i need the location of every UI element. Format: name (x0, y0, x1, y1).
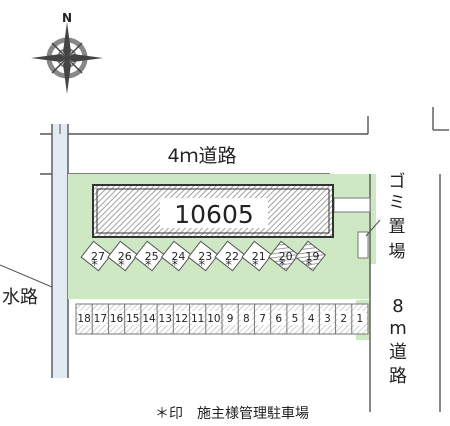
parking-label-bg (159, 311, 172, 325)
upper-parking-row: 27＊26＊25＊24＊23＊22＊21＊20＊19＊ (80, 240, 326, 272)
parking-label-bg (126, 311, 139, 325)
parking-space-number: 16 (110, 313, 124, 325)
building (92, 184, 334, 238)
parking-label-bg (78, 311, 91, 325)
parking-label-bg (94, 311, 107, 325)
parking-label-bg (224, 311, 237, 325)
east-road-char: 道 (389, 342, 407, 363)
parking-space-number: 10 (207, 313, 220, 325)
parking-space-number: 22 (225, 250, 239, 263)
parking-space-number: 24 (171, 250, 185, 263)
parking-space: 24＊ (160, 240, 192, 272)
parking-space-number: 17 (94, 313, 107, 325)
parking-space-number: 9 (227, 313, 234, 325)
parking-label-bg (207, 311, 220, 325)
parking-space: 23＊ (187, 240, 219, 272)
parking-label-bg (337, 311, 350, 325)
parking-space-number: 13 (159, 313, 172, 325)
owner-managed-mark: ＊ (224, 259, 233, 269)
owner-managed-mark: ＊ (170, 259, 179, 269)
parking-space-number: 23 (198, 250, 212, 263)
parking-space-number: 5 (292, 313, 299, 325)
owner-managed-mark: ＊ (90, 259, 99, 269)
parking-space: 19＊ (294, 240, 326, 272)
owner-managed-mark: ＊ (117, 259, 126, 269)
compass-rose-icon (31, 22, 103, 94)
parking-space: 21＊ (241, 240, 273, 272)
parking-space: 20＊ (268, 240, 300, 272)
parking-label-bg (288, 311, 302, 325)
parking-space-number: 26 (118, 250, 132, 263)
parking-space-number: 19 (305, 250, 319, 263)
parking-space-number: 6 (275, 313, 282, 325)
parking-space-number: 12 (175, 313, 188, 325)
parking-label-bg (191, 311, 204, 325)
east-road-char: 路 (389, 366, 407, 387)
parking-space-number: 18 (77, 313, 90, 325)
owner-managed-mark: ＊ (304, 259, 313, 269)
waterway-label: 水路 (2, 287, 38, 308)
owner-managed-mark: ＊ (144, 259, 153, 269)
parking-space-number: 7 (259, 313, 266, 325)
parking-space-number: 14 (142, 313, 156, 325)
parking-space: 26＊ (107, 240, 139, 272)
parking-space-number: 20 (279, 250, 293, 263)
parking-space-number: 25 (145, 250, 159, 263)
parking-label-bg (272, 311, 285, 325)
parking-space-number: 8 (243, 313, 250, 325)
north-road-label: 4ｍ道路 (167, 145, 236, 167)
parking-space-number: 21 (252, 250, 266, 263)
building-number: 10605 (174, 200, 254, 229)
parking-label-bg (305, 311, 318, 325)
garbage-label: ゴ ミ 置 場 (389, 171, 406, 262)
north-road (40, 107, 449, 175)
garbage-char: 置 (389, 217, 406, 237)
owner-managed-mark: ＊ (278, 259, 287, 269)
garbage-char: ゴ (389, 171, 406, 192)
parking-space-number: 27 (91, 250, 105, 263)
parking-space: 22＊ (214, 240, 246, 272)
garbage-char: ミ (389, 193, 406, 213)
garbage-char: 場 (389, 242, 406, 262)
east-road-char: 8 (392, 296, 403, 317)
east-road-char: m (389, 318, 407, 339)
parking-space-number: 15 (126, 313, 139, 325)
parking-space-number: 4 (308, 313, 315, 325)
east-road-label: 8 m 道 路 (389, 296, 407, 387)
waterway (51, 124, 69, 378)
parking-label-bg (110, 311, 123, 325)
parking-label-bg (321, 311, 334, 325)
parking-space: 27＊ (80, 240, 112, 272)
owner-managed-mark: ＊ (251, 259, 260, 269)
parking-label-bg (175, 311, 188, 325)
owner-managed-mark: ＊ (197, 259, 206, 269)
parking-space: 25＊ (134, 240, 166, 272)
parking-label-bg (142, 311, 156, 325)
compass-north-label: N (62, 11, 72, 25)
parking-space-number: 11 (191, 313, 204, 325)
footer-note: ＊印 施主様管理駐車場 (155, 405, 309, 422)
parking-label-bg (256, 311, 269, 325)
parking-label-bg (240, 311, 253, 325)
parking-label-bg (353, 311, 366, 325)
parking-space-number: 2 (340, 313, 347, 325)
parking-space-number: 1 (357, 313, 364, 325)
parking-space-number: 3 (324, 313, 331, 325)
